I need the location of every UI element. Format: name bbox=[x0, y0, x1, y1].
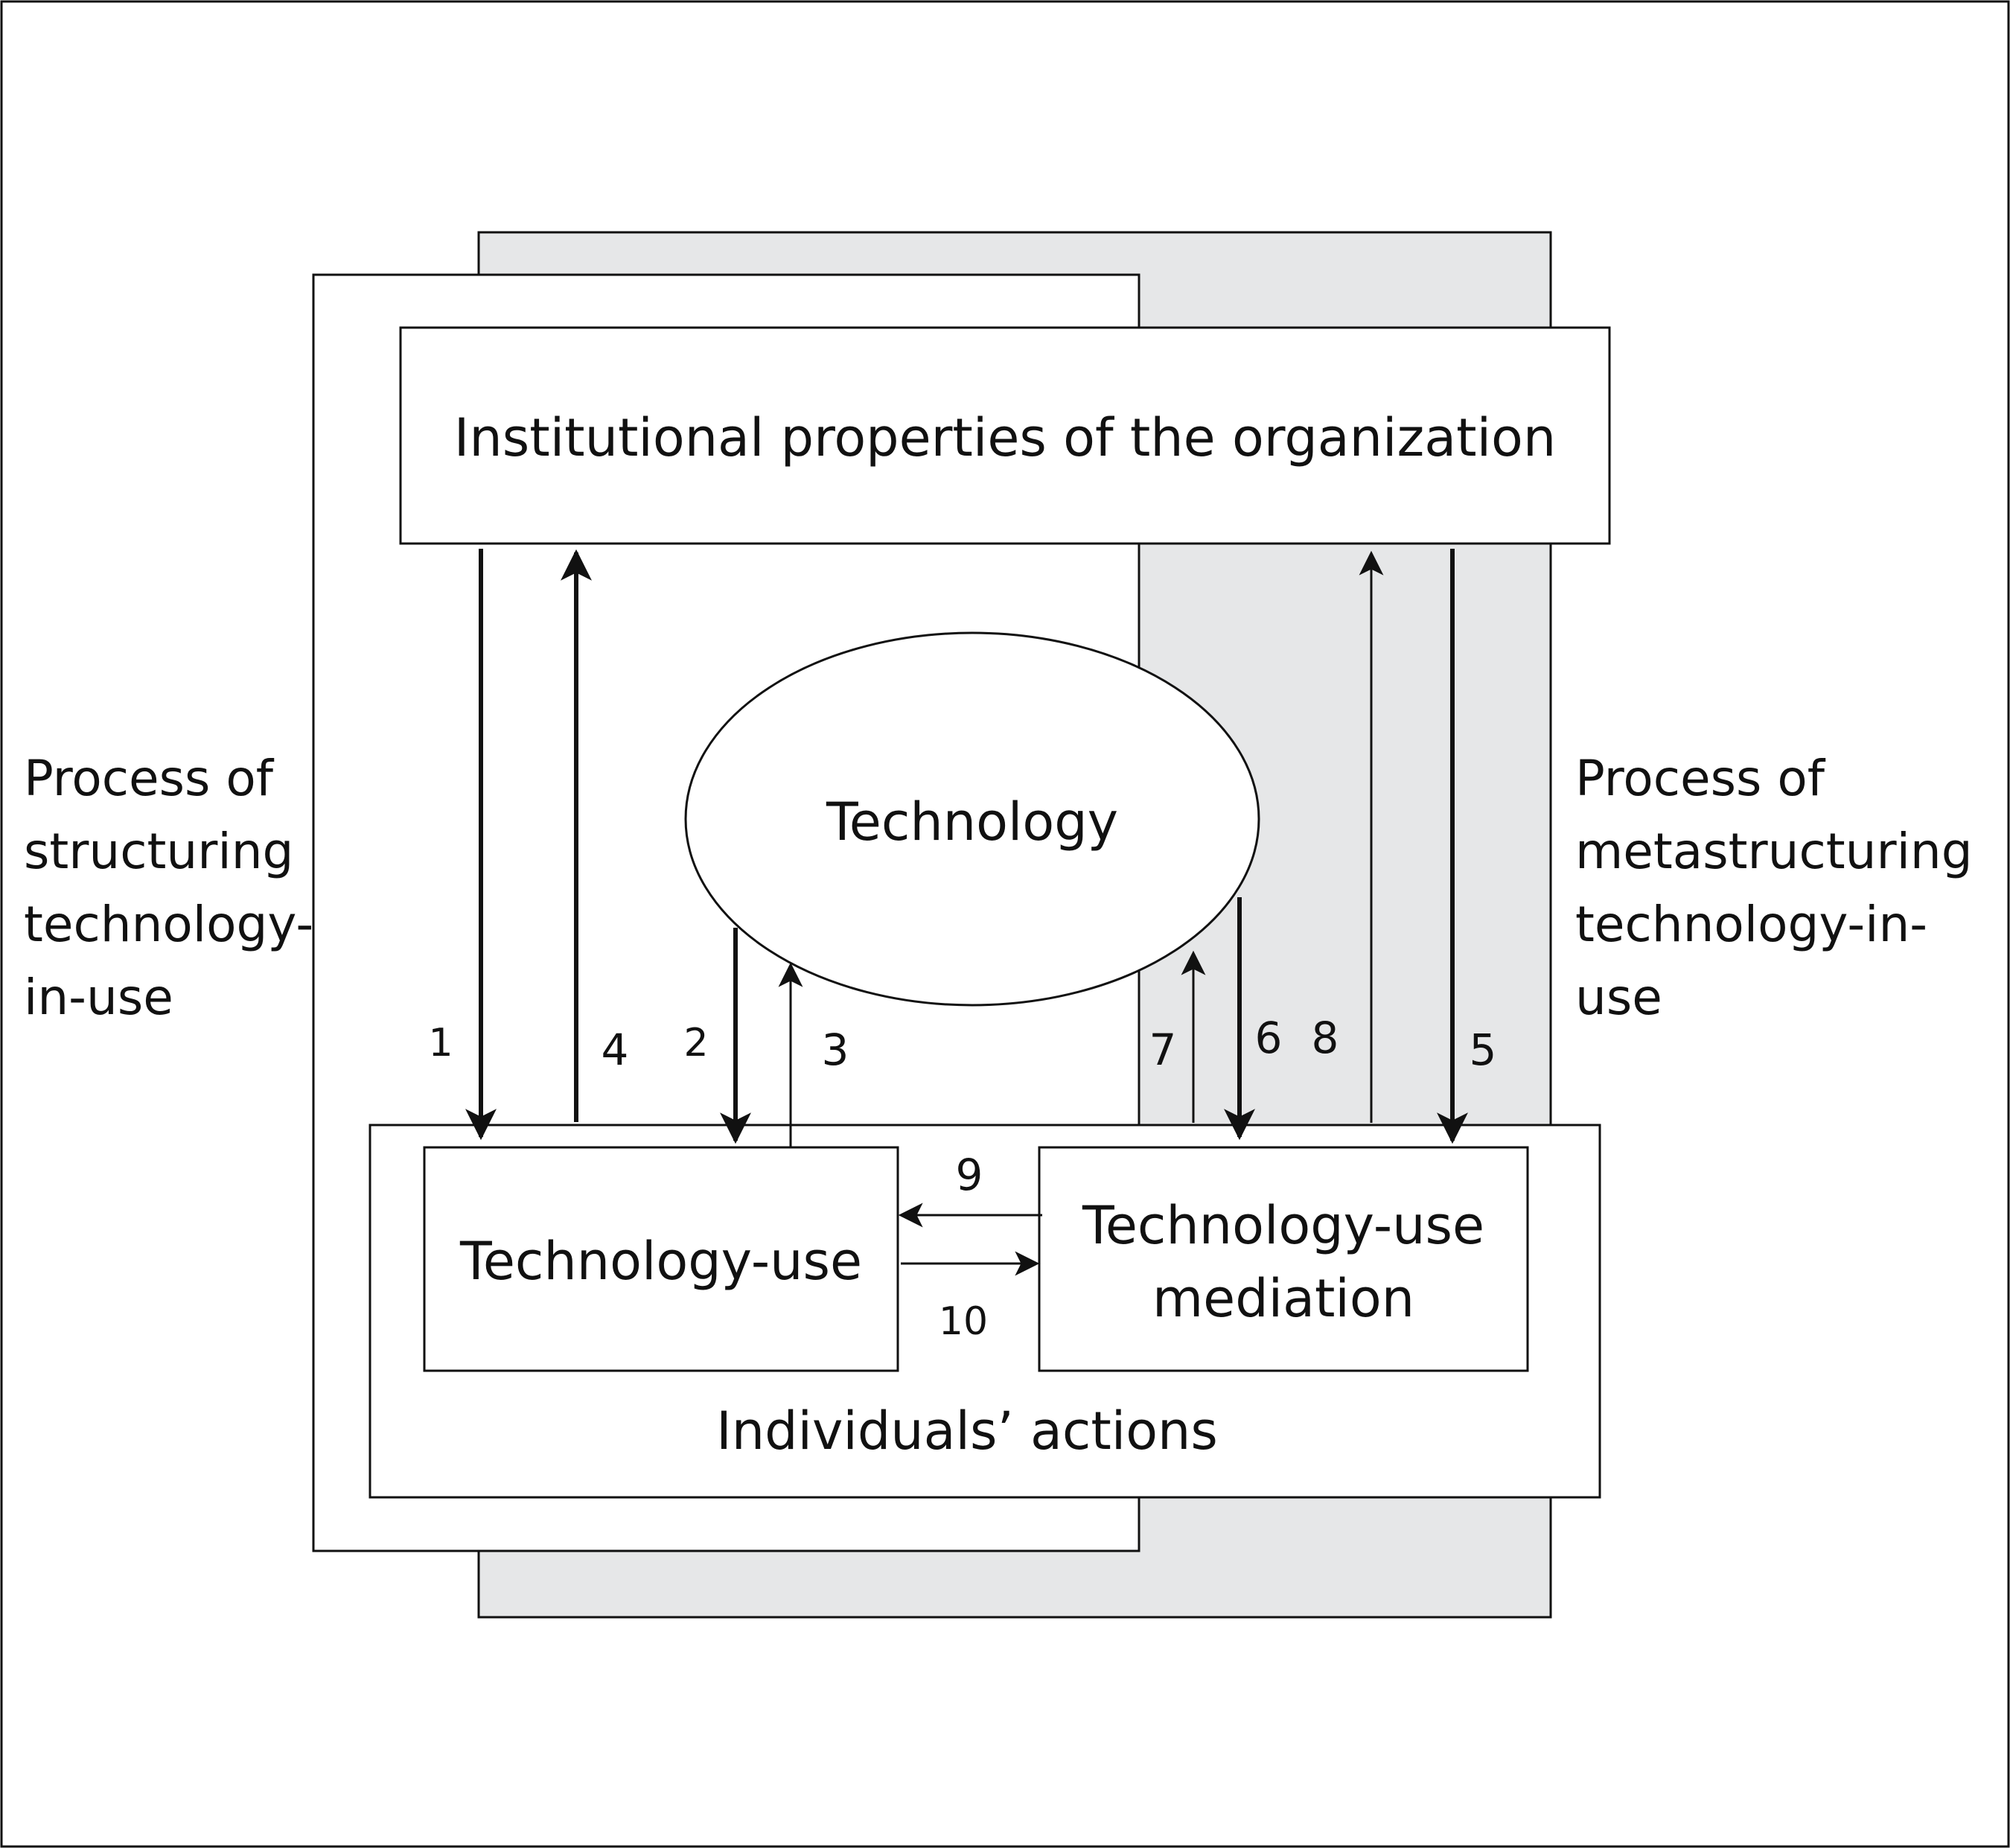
arrow-number-1: 1 bbox=[428, 1021, 453, 1065]
technology-use-mediation-box bbox=[1038, 1146, 1529, 1372]
left-label-line3: technology- bbox=[24, 896, 313, 953]
mediation-label-line1: Technology-use bbox=[1082, 1195, 1484, 1256]
individuals-actions-label: Individuals’ actions bbox=[716, 1401, 1218, 1462]
arrow-number-10: 10 bbox=[939, 1299, 988, 1344]
institutional-properties-box bbox=[399, 326, 1611, 545]
left-label-line4: in-use bbox=[24, 969, 173, 1026]
right-label-line3: technology-in- bbox=[1575, 896, 1927, 953]
left-label-line1: Process of bbox=[24, 750, 275, 807]
technology-use-box bbox=[423, 1146, 899, 1372]
technology-label: Technology bbox=[826, 791, 1118, 853]
arrow-number-6: 6 bbox=[1255, 1013, 1283, 1063]
arrow-number-4: 4 bbox=[602, 1025, 629, 1075]
technology-ellipse bbox=[684, 631, 1260, 1007]
metastructuring-process-label: Process of metastructuring technology-in… bbox=[1575, 750, 1973, 1026]
arrow-number-2: 2 bbox=[683, 1021, 708, 1065]
structuring-process-label: Process of structuring technology- in-us… bbox=[24, 750, 313, 1026]
arrow-number-8: 8 bbox=[1312, 1013, 1339, 1063]
arrow-number-3: 3 bbox=[822, 1025, 849, 1075]
mediation-label-line2: mediation bbox=[1152, 1268, 1414, 1329]
right-label-line2: metastructuring bbox=[1575, 823, 1973, 880]
right-label-line1: Process of bbox=[1575, 750, 1826, 807]
institutional-properties-label: Institutional properties of the organiza… bbox=[454, 407, 1556, 468]
arrow-number-9: 9 bbox=[956, 1150, 983, 1200]
arrow-number-7: 7 bbox=[1149, 1025, 1177, 1075]
left-label-line2: structuring bbox=[24, 823, 293, 880]
right-label-line4: use bbox=[1575, 969, 1662, 1026]
arrow-number-5: 5 bbox=[1470, 1025, 1497, 1075]
technology-use-label: Technology-use bbox=[459, 1231, 862, 1292]
